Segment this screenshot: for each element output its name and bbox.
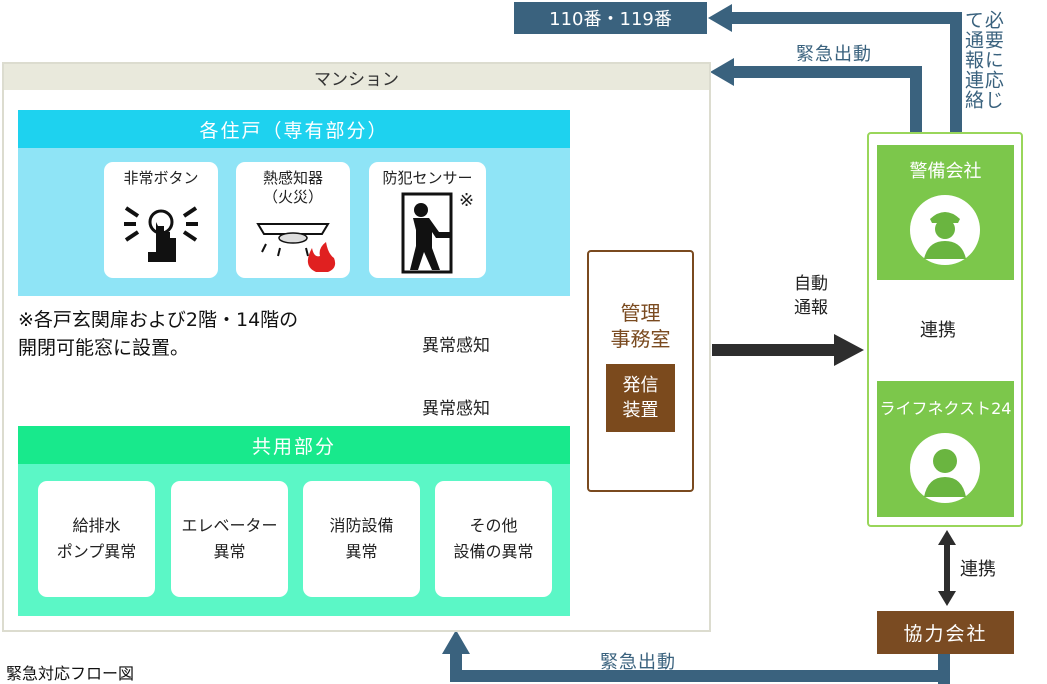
- device-label: 防犯センサー: [382, 169, 473, 187]
- arrow-coop-2: [938, 530, 956, 606]
- device-label: 熱感知器 （火災）: [262, 169, 323, 206]
- security-company-label: 警備会社: [909, 161, 982, 182]
- heat-detector-icon: [256, 223, 336, 272]
- partner-company-box: 協力会社: [877, 611, 1014, 654]
- guard-icon: [924, 212, 966, 259]
- common-item-elevator: エレベーター 異常: [171, 481, 288, 597]
- emergency-button-icon: [124, 206, 198, 262]
- arrow-dispatch-top: [710, 58, 922, 146]
- device-card-security-sensor: 防犯センサー ※: [369, 162, 486, 278]
- contact-if-needed-label: 必要に応じて通報連絡: [961, 10, 1004, 110]
- device-card-heat-detector: 熱感知器 （火災）: [236, 162, 350, 278]
- person-icon: [924, 449, 966, 497]
- note-text: ※各戸玄関扉および2階・14階の 開閉可能窓に設置。: [18, 309, 299, 359]
- dispatch-bottom-label: 緊急出動: [600, 652, 676, 673]
- arrow-dispatch-bottom: [442, 630, 950, 684]
- common-item-pump: 給排水 ポンプ異常: [38, 481, 155, 597]
- arrow-to-emergency: [708, 4, 962, 134]
- common-item-fire-equipment: 消防設備 異常: [303, 481, 420, 597]
- emergency-numbers-box: 110番・119番: [514, 2, 707, 34]
- transmitter-box: 発信 装置: [606, 364, 675, 432]
- sensor-placement-note: ※各戸玄関扉および2階・14階の 開閉可能窓に設置。: [18, 306, 298, 362]
- door-sensor-icon: [401, 192, 453, 274]
- lifenext-box: ライフネクスト24: [877, 381, 1014, 517]
- guard-avatar: [910, 195, 980, 265]
- emergency-numbers-label: 110番・119番: [549, 9, 672, 30]
- operator-avatar: [910, 433, 980, 503]
- device-card-emergency-button: 非常ボタン: [104, 162, 218, 278]
- common-area-title: 共用部分: [18, 426, 570, 464]
- figure-caption: 緊急対応フロー図: [6, 664, 135, 683]
- arrow-auto-report: [712, 334, 864, 366]
- lifenext-label: ライフネクスト24: [879, 399, 1012, 418]
- security-company-box: 警備会社: [877, 145, 1014, 280]
- coop-label-1: 連携: [918, 316, 958, 342]
- device-note-mark: ※: [459, 190, 475, 211]
- detect-label-2: 異常感知: [420, 394, 492, 419]
- device-label: 非常ボタン: [123, 169, 199, 187]
- office-title: 管理 事務室: [610, 301, 671, 351]
- auto-report-label: 自動 通報: [794, 274, 828, 318]
- coop-label-2: 連携: [960, 559, 996, 580]
- mansion-title: マンション: [4, 64, 709, 90]
- private-units-title: 各住戸（専有部分）: [18, 110, 570, 148]
- dispatch-top-label: 緊急出動: [796, 44, 872, 65]
- common-item-other: その他 設備の異常: [435, 481, 552, 597]
- detect-label-1: 異常感知: [420, 331, 492, 356]
